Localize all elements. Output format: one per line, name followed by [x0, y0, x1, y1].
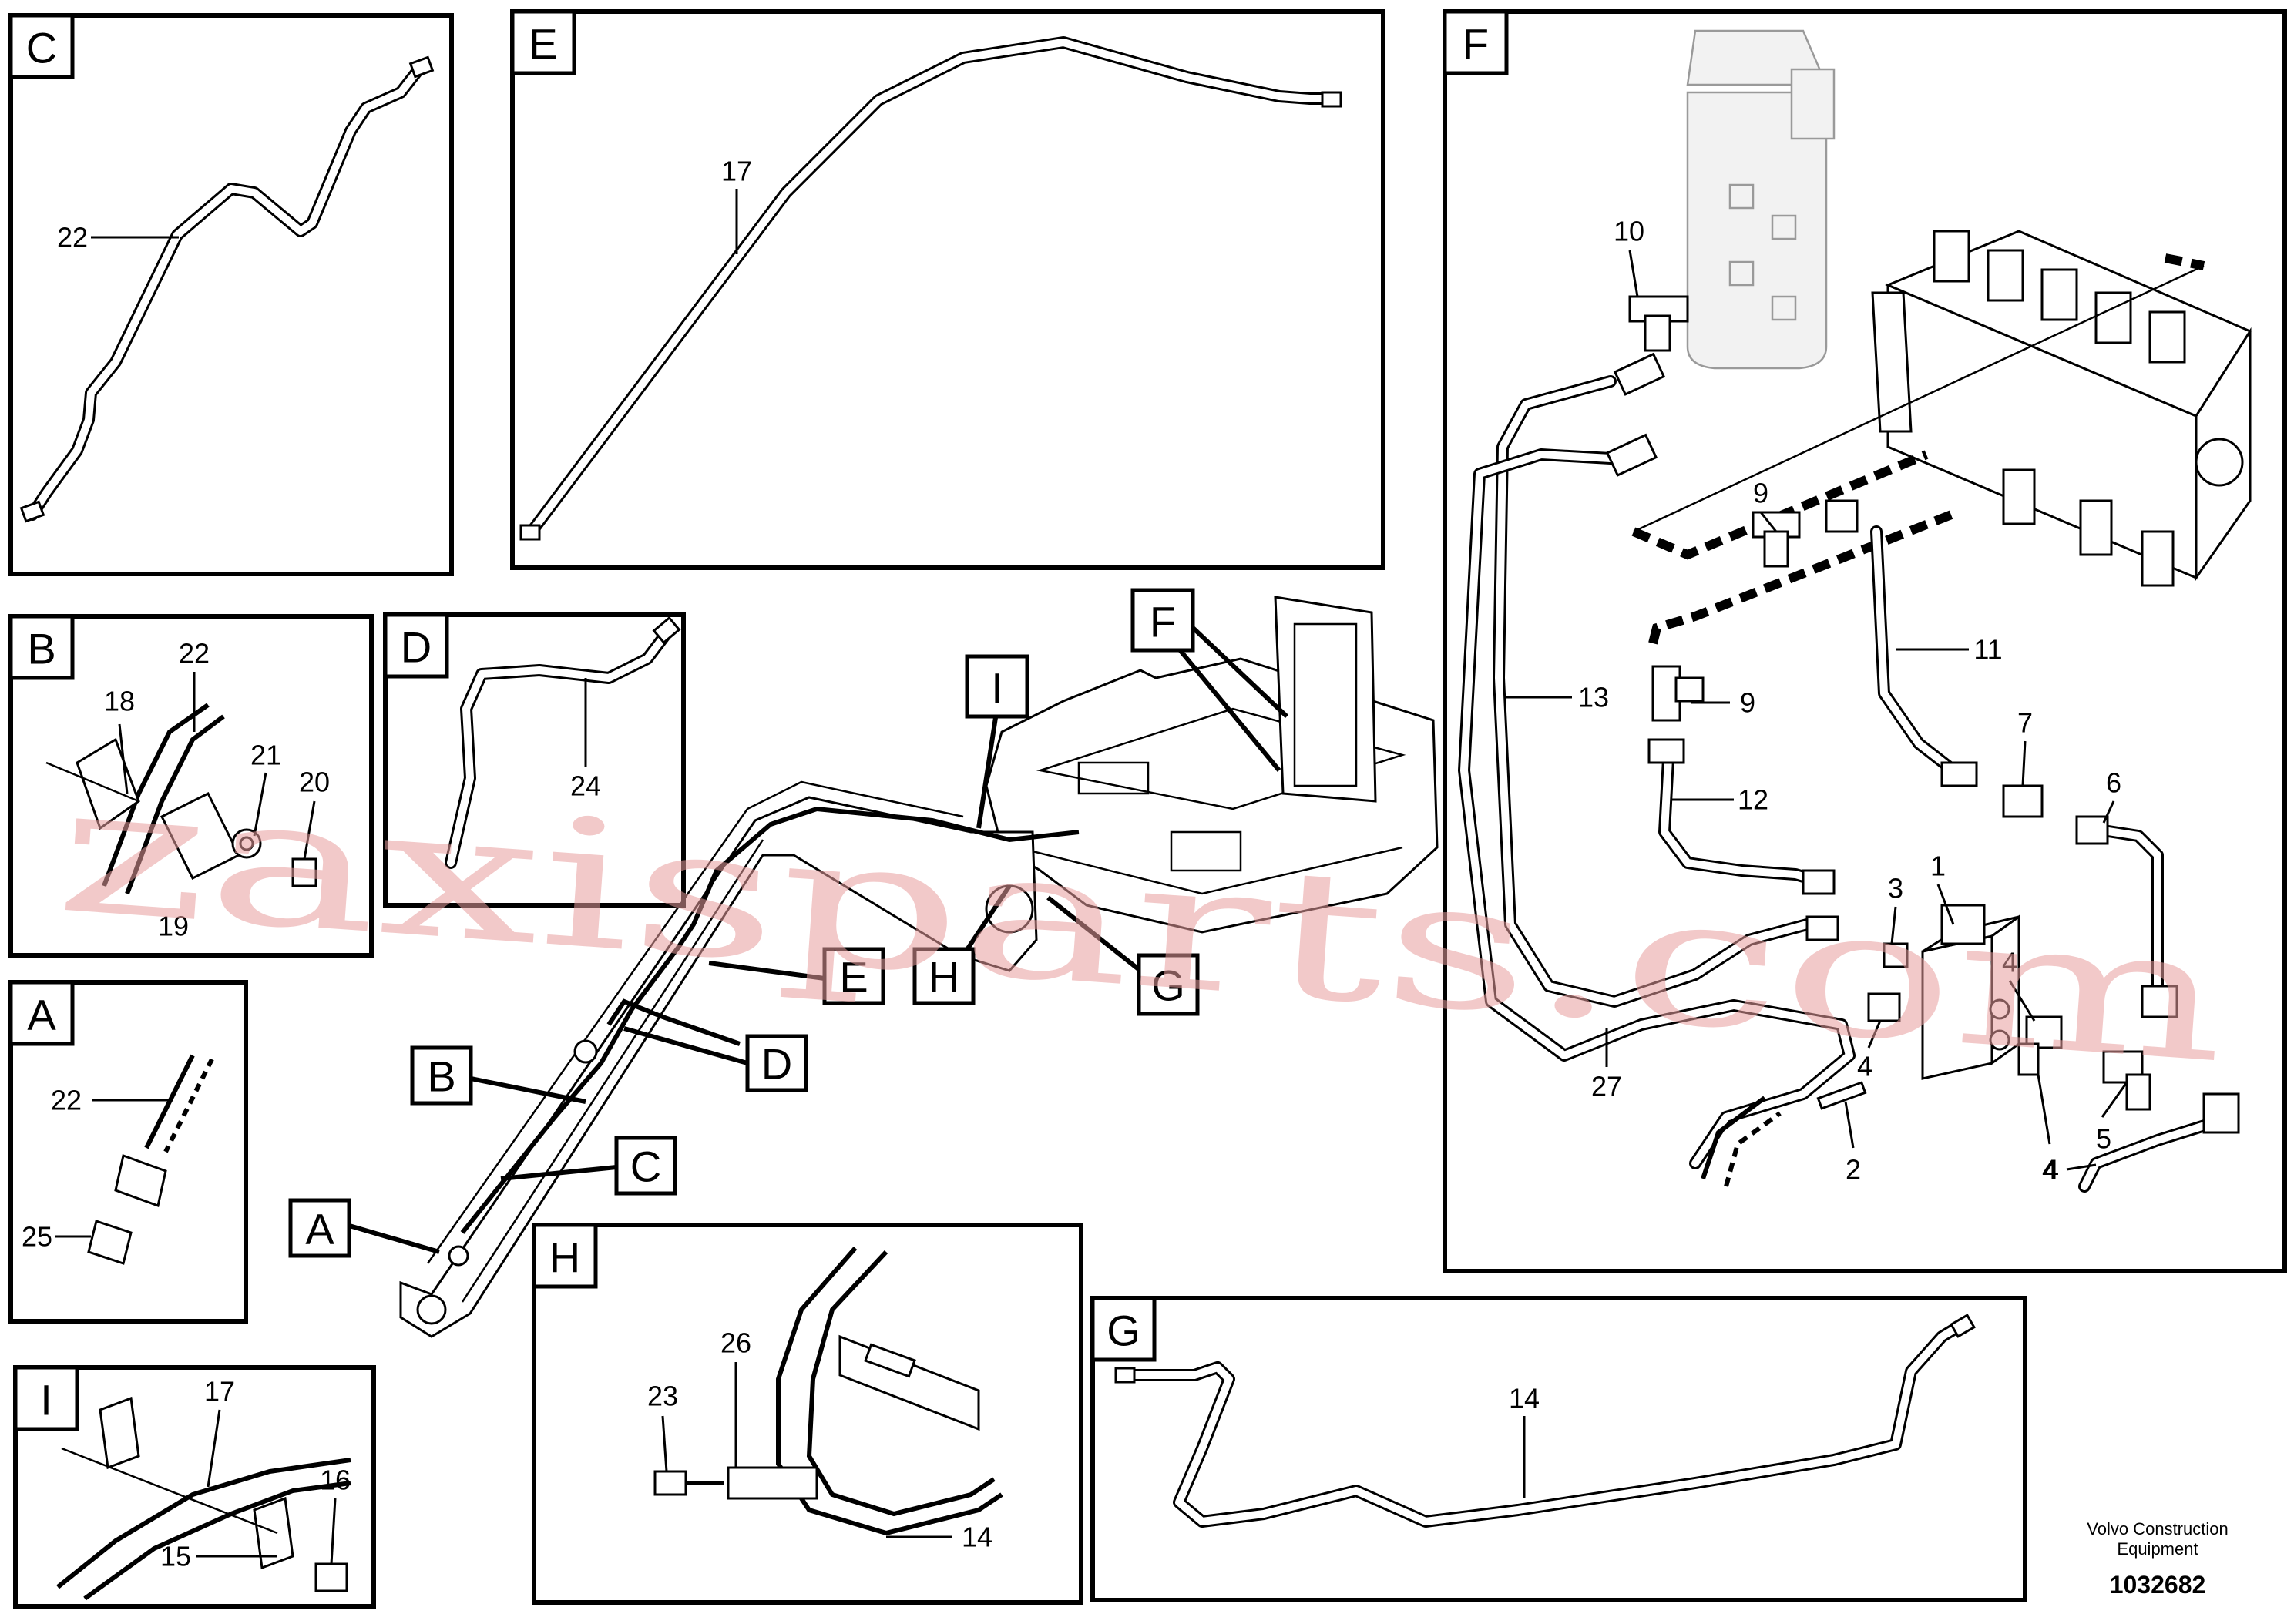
panel-c: C 22	[8, 13, 454, 576]
panel-c-tag: C	[26, 24, 57, 72]
overview-tags: F I E H G B D C A	[288, 588, 1289, 1258]
footer-brand: Volvo Construction Equipment 1032682	[2087, 1519, 2228, 1599]
panel-d-tag: D	[401, 623, 432, 672]
solenoid-valve-block	[1921, 904, 2020, 1080]
filter-housing	[1686, 29, 1836, 370]
clamp-assembly-i	[56, 1396, 351, 1601]
callout-4-bottom: 4	[2042, 1154, 2057, 1186]
callout-22-b: 22	[179, 638, 210, 669]
panel-b-tag: B	[27, 625, 55, 673]
hose-5-drawing	[2078, 1115, 2225, 1193]
callout-17: 17	[721, 156, 752, 187]
panel-e-tag: E	[529, 20, 557, 69]
callout-18: 18	[104, 686, 135, 717]
hose-27-drawing	[1458, 448, 1856, 1169]
overview-tag-g: G	[1151, 961, 1185, 1010]
panel-i-tag: I	[40, 1376, 52, 1424]
callout-4-lower: 4	[2044, 1154, 2059, 1186]
callout-1: 1	[1930, 851, 1946, 882]
panel-h: H 26 23 14	[532, 1223, 1083, 1605]
panel-f: F	[1443, 9, 2287, 1273]
hose-22-drawing	[19, 55, 435, 523]
overview-tag-e: E	[839, 953, 868, 1002]
panel-g-tag: G	[1107, 1307, 1140, 1355]
overview-tag-b: B	[427, 1052, 455, 1101]
callout-27: 27	[1591, 1071, 1622, 1102]
callout-22: 22	[57, 222, 88, 253]
overview-tag-i: I	[991, 664, 1003, 713]
callout-19: 19	[158, 911, 189, 942]
callout-3: 3	[1888, 873, 1903, 904]
overview-tag-h: H	[929, 953, 959, 1002]
fittings	[1605, 295, 2240, 1134]
hose-11-drawing	[1870, 525, 1960, 777]
panel-h-tag: H	[549, 1233, 580, 1282]
callout-14-g: 14	[1509, 1383, 1540, 1414]
callout-7: 7	[2017, 707, 2033, 739]
callout-11: 11	[1973, 634, 2002, 666]
callout-9-top: 9	[1753, 478, 1768, 509]
overview-tag-a: A	[305, 1205, 334, 1253]
hose-17-drawing	[519, 36, 1342, 541]
panel-f-tag: F	[1463, 20, 1489, 69]
callout-5: 5	[2096, 1123, 2111, 1155]
bracket-assembly-h	[653, 1247, 1003, 1536]
callout-2: 2	[1846, 1154, 1861, 1186]
callout-9-mid: 9	[1740, 687, 1755, 719]
cap-assembly-a	[87, 1054, 214, 1265]
callout-4-right: 4	[2002, 947, 2017, 978]
callout-22-a: 22	[51, 1085, 82, 1116]
hose-12-drawing	[1658, 753, 1829, 888]
panel-e: E 17	[510, 9, 1385, 570]
callout-17-i: 17	[204, 1376, 235, 1408]
callout-14-h: 14	[962, 1522, 992, 1553]
panel-a-tag: A	[27, 991, 56, 1039]
callout-15: 15	[160, 1541, 191, 1572]
stub-hoses	[1701, 1096, 1782, 1187]
clamp-assembly-b	[45, 703, 317, 895]
hose-24-drawing	[445, 616, 681, 869]
callout-23: 23	[647, 1381, 678, 1412]
callout-26: 26	[720, 1327, 751, 1359]
callout-16: 16	[320, 1465, 351, 1496]
panel-d: D 24	[383, 612, 686, 908]
callout-10: 10	[1614, 216, 1644, 247]
callout-20: 20	[299, 767, 330, 798]
brand-line-2: Equipment	[2117, 1539, 2198, 1559]
hose-14-drawing	[1114, 1314, 1976, 1528]
callout-24: 24	[570, 770, 601, 802]
overview-tag-f: F	[1150, 598, 1176, 646]
panel-i: I 17 16 15	[13, 1365, 376, 1609]
panel-g: G 14	[1090, 1296, 2027, 1602]
overview-tag-d: D	[761, 1040, 792, 1089]
callout-4-left: 4	[1857, 1051, 1872, 1082]
callout-12: 12	[1738, 784, 1768, 816]
brand-line-1: Volvo Construction	[2087, 1519, 2228, 1538]
document-number: 1032682	[2110, 1571, 2206, 1599]
panel-a: A 22 25	[8, 980, 248, 1324]
overview-tag-c: C	[630, 1143, 661, 1191]
control-valve-block	[1871, 230, 2252, 587]
hose-13-drawing	[1493, 375, 1836, 1008]
callout-6: 6	[2106, 767, 2121, 799]
callout-25: 25	[22, 1221, 52, 1253]
pipe-6-drawing	[2082, 822, 2164, 992]
panel-b: B 18 22 21 20 19	[8, 614, 374, 958]
callout-21: 21	[250, 740, 281, 771]
callout-13: 13	[1578, 682, 1609, 713]
machine-overview	[399, 596, 1439, 1338]
